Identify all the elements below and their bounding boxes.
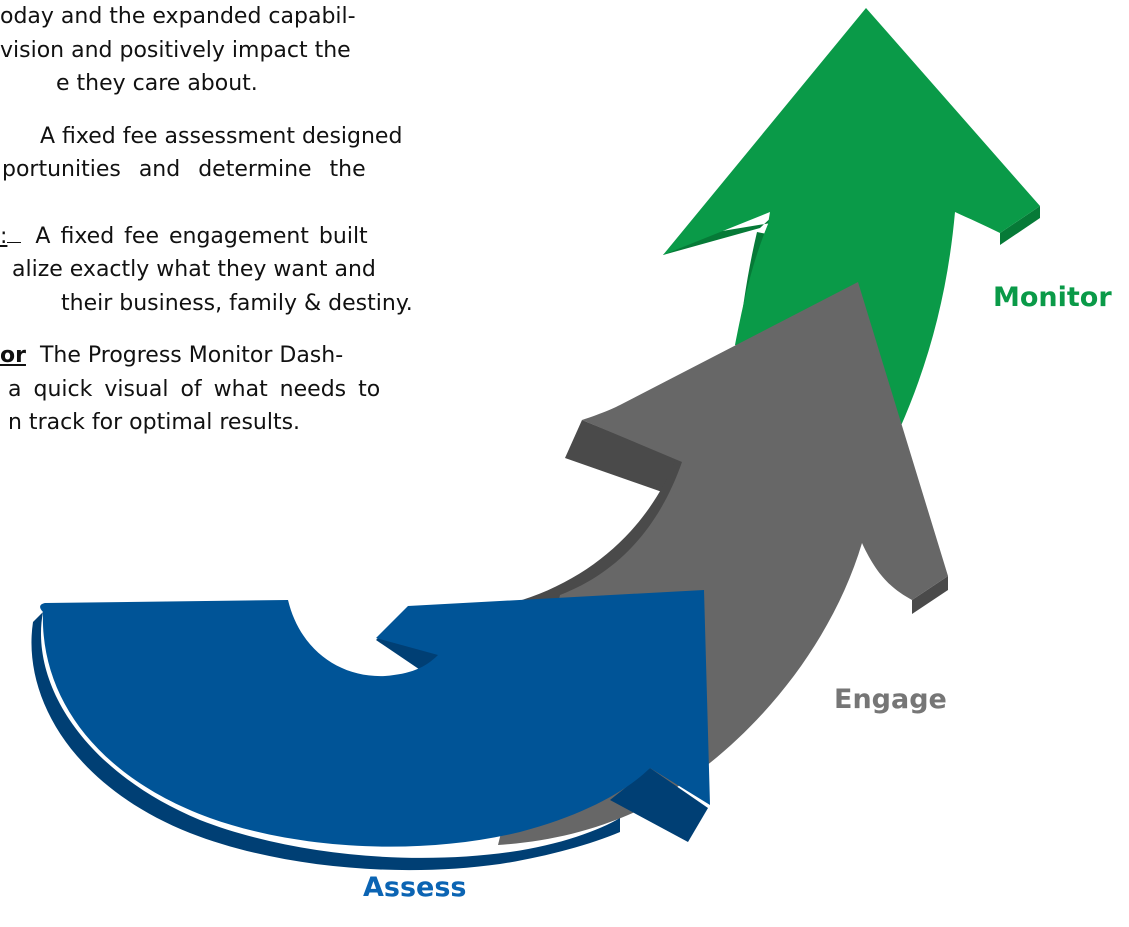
engage-text: A fixed fee engagement built <box>35 223 368 249</box>
text-line: : A fixed fee engagement built <box>0 220 432 254</box>
assess-arrow-side <box>610 768 708 842</box>
engage-arrow-inner <box>522 458 686 608</box>
monitor-text: The Progress Monitor Dash- <box>39 343 344 368</box>
assess-label: Assess <box>363 872 467 903</box>
paragraph-engage: : A fixed fee engagement built alize exa… <box>0 220 432 321</box>
assess-arrow-bottom-edge <box>31 612 620 871</box>
monitor-arrow-side <box>1000 206 1040 245</box>
assess-arrow-body <box>40 590 711 847</box>
text-line: their business, family & destiny. <box>61 290 413 316</box>
monitor-label: Monitor <box>993 282 1112 313</box>
monitor-arrow-side <box>663 212 777 255</box>
monitor-arrow-body <box>663 8 1040 432</box>
paragraph-assess: A fixed fee assessment designed portunit… <box>0 120 432 187</box>
text-line: A fixed fee assessment designed <box>40 123 403 149</box>
description-text: oday and the expanded capabil- vision an… <box>0 0 432 459</box>
text-line: n track for optimal results. <box>8 410 301 435</box>
text-line: portunities and determine the <box>2 157 366 182</box>
text-line: e they care about. <box>56 71 258 96</box>
assess-arrow <box>31 590 711 871</box>
engage-arrow-side <box>912 576 948 614</box>
text-line: alize exactly what they want and <box>12 257 376 282</box>
text-line: oday and the expanded capabil- <box>0 4 356 29</box>
text-line: a quick visual of what needs to <box>8 376 381 402</box>
monitor-heading: or <box>0 343 26 368</box>
engage-arrow-side <box>565 420 685 500</box>
monitor-arrow <box>663 8 1040 432</box>
engage-heading: : <box>0 223 8 249</box>
paragraph-monitor: or The Progress Monitor Dash- a quick vi… <box>0 339 432 440</box>
engage-label: Engage <box>834 684 947 715</box>
text-line: vision and positively impact the <box>0 37 351 63</box>
text-line: or The Progress Monitor Dash- <box>0 339 432 373</box>
paragraph-intro: oday and the expanded capabil- vision an… <box>0 0 432 101</box>
